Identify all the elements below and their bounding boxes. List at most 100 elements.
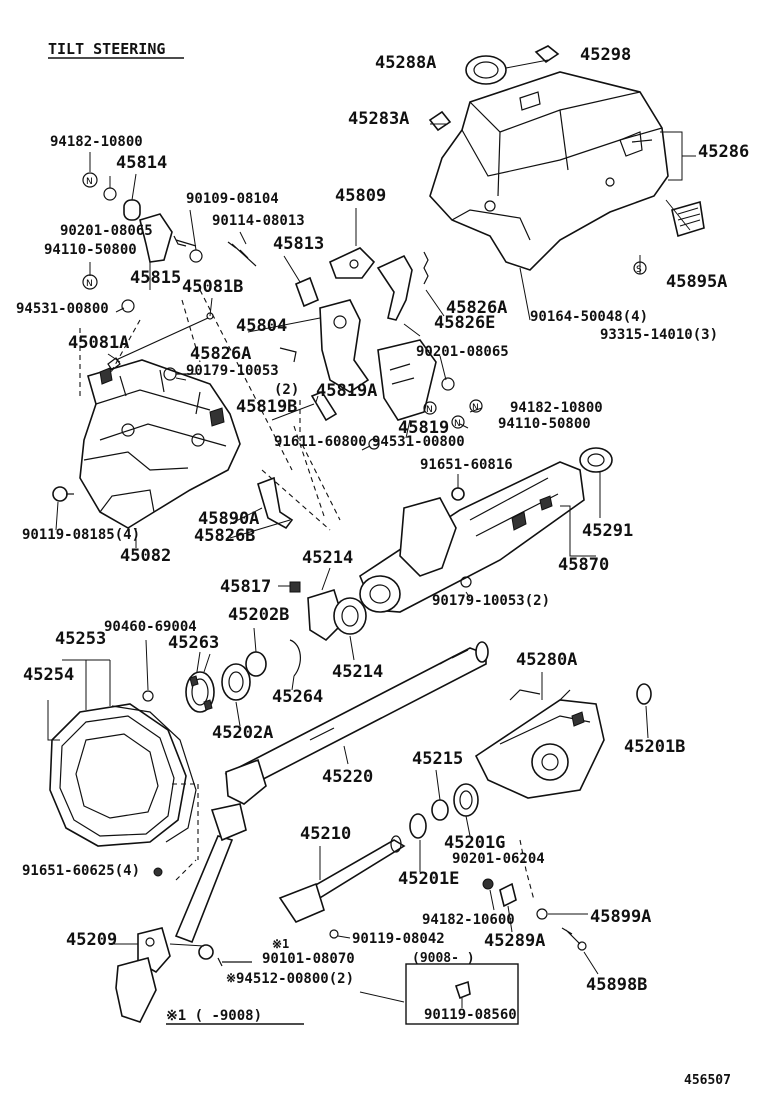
part-label-45890a: 45890A [198, 509, 259, 529]
bolt-90179 [176, 347, 297, 375]
part-label-90179-10053: 90179-10053 [186, 363, 279, 379]
part-label-94182-10800: 94182-10800 [510, 400, 603, 416]
lever-45815 [139, 213, 173, 263]
nut-94182b [469, 399, 483, 413]
pawl-45809 [328, 247, 376, 279]
part-label-45898b: 45898B [586, 975, 647, 995]
part-label-45264: 45264 [272, 687, 323, 707]
yoke-45214 [307, 589, 367, 642]
part-label-45819b: 45819B [236, 397, 297, 417]
part-label-45214: 45214 [332, 662, 383, 682]
part-label-45809: 45809 [335, 186, 386, 206]
bearing-45202a [221, 663, 251, 701]
rod-45081a-head [107, 357, 121, 371]
bolt-90179b [460, 576, 472, 588]
bolt-90114 [227, 241, 257, 267]
part-label-45280a: 45280A [516, 650, 577, 670]
part-label-45815: 45815 [130, 268, 181, 288]
bracket-45289a [499, 882, 517, 908]
part-label-93315-14010-3: 93315-14010(3) [600, 327, 718, 343]
footnote-markers: ※1 ※ [226, 937, 289, 985]
ring-45263 [185, 671, 215, 713]
part-label-94531-00800: 94531-00800 [16, 301, 109, 317]
part-label-94182-10600: 94182-10600 [422, 912, 515, 928]
part-label-94182-10800: 94182-10800 [50, 134, 143, 150]
svg-text:N: N [86, 279, 93, 289]
u-joint-upper [225, 758, 267, 805]
footnote-marker: ※1 ( -9008) [166, 1008, 262, 1024]
part-label-90179-10053-2: 90179-10053(2) [432, 593, 550, 609]
screw-91651b [153, 867, 163, 877]
part-label-45819: 45819 [398, 418, 449, 438]
rod-45081a [115, 317, 209, 361]
part-label-90201-08065: 90201-08065 [60, 223, 153, 239]
bushing-45814 [123, 199, 141, 221]
part-label-45826a: 45826A [446, 298, 507, 318]
part-label-45215: 45215 [412, 749, 463, 769]
bolt-90119d [454, 980, 471, 1000]
diagram-title: TILT STEERING [48, 40, 165, 58]
part-label-45263: 45263 [168, 633, 219, 653]
part-label-45201e: 45201E [398, 869, 459, 889]
part-label-45082: 45082 [120, 546, 171, 566]
tilt-bracket-45082 [79, 359, 241, 529]
diagram-number: 456507 [684, 1073, 731, 1088]
part-label-45081b: 45081B [182, 277, 243, 297]
part-label-45201b: 45201B [624, 737, 685, 757]
housing-45254 [49, 703, 187, 847]
screw-91651 [451, 487, 465, 501]
part-label-91651-60625-4: 91651-60625(4) [22, 863, 140, 879]
part-label-91651-60816: 91651-60816 [420, 457, 513, 473]
part-number-labels: 45288A 45298 45283A 45286 94182-10800 45814 90… [16, 45, 749, 1023]
part-label-45814: 45814 [116, 153, 167, 173]
nut-94531b [423, 401, 437, 415]
callout-box-label: (9008- ) [412, 951, 475, 966]
bearing-45201g [453, 783, 479, 817]
screw-marker: S [636, 265, 642, 275]
pin-45819a [310, 391, 338, 422]
part-label-45254: 45254 [23, 665, 74, 685]
part-label-45826e: 45826E [434, 313, 495, 333]
washer-45215 [431, 799, 449, 821]
part-label-45288a: 45288A [375, 53, 436, 73]
part-label-45817: 45817 [220, 577, 271, 597]
ring-45201e [409, 813, 427, 839]
washer-90201b [441, 377, 455, 391]
bolt-90119c [329, 929, 339, 939]
pad-45283a [428, 110, 452, 132]
screw-45898b [561, 927, 581, 945]
callout-box [405, 963, 519, 1025]
svg-text:N: N [426, 405, 433, 415]
part-label-45826b: 45826B [194, 526, 255, 546]
part-label-94110-50800: 94110-50800 [44, 242, 137, 258]
ring-45201b [636, 683, 652, 705]
part-label-45283a: 45283A [348, 109, 409, 129]
part-label-94531-00800: 94531-00800 [372, 434, 465, 450]
part-label-45286: 45286 [698, 142, 749, 162]
part-label-45298: 45298 [580, 45, 631, 65]
spacer-45813 [294, 276, 320, 308]
part-label-90119-08560: 90119-08560 [424, 1007, 517, 1023]
part-label-45081a: 45081A [68, 333, 129, 353]
part-label-45202b: 45202B [228, 605, 289, 625]
part-label-45253: 45253 [55, 629, 106, 649]
part-label-94512-00800-2: 94512-00800(2) [236, 971, 354, 987]
part-label-45804: 45804 [236, 316, 287, 336]
spring-45826a [423, 251, 429, 285]
intermediate-shaft-lower [174, 835, 234, 944]
part-label-90101-08070: 90101-08070 [262, 951, 355, 967]
footnote-marker-symbol: ※1 [272, 937, 289, 951]
part-label-45819a: 45819A [316, 381, 377, 401]
svg-text:N: N [472, 403, 479, 413]
part-label-90164-50048-4: 90164-50048(4) [530, 309, 648, 325]
u-joint-45209 [115, 927, 171, 1023]
bolt-90101 [217, 957, 252, 967]
washer-90201c [482, 878, 494, 890]
part-label-45202a: 45202A [212, 723, 273, 743]
label-plate-45895a [671, 200, 705, 238]
part-label-90119-08185-4: 90119-08185(4) [22, 527, 140, 543]
bolt-90109 [173, 235, 197, 247]
footnote-marker-symbol: ※ [226, 971, 236, 985]
part-label-45813: 45813 [273, 234, 324, 254]
